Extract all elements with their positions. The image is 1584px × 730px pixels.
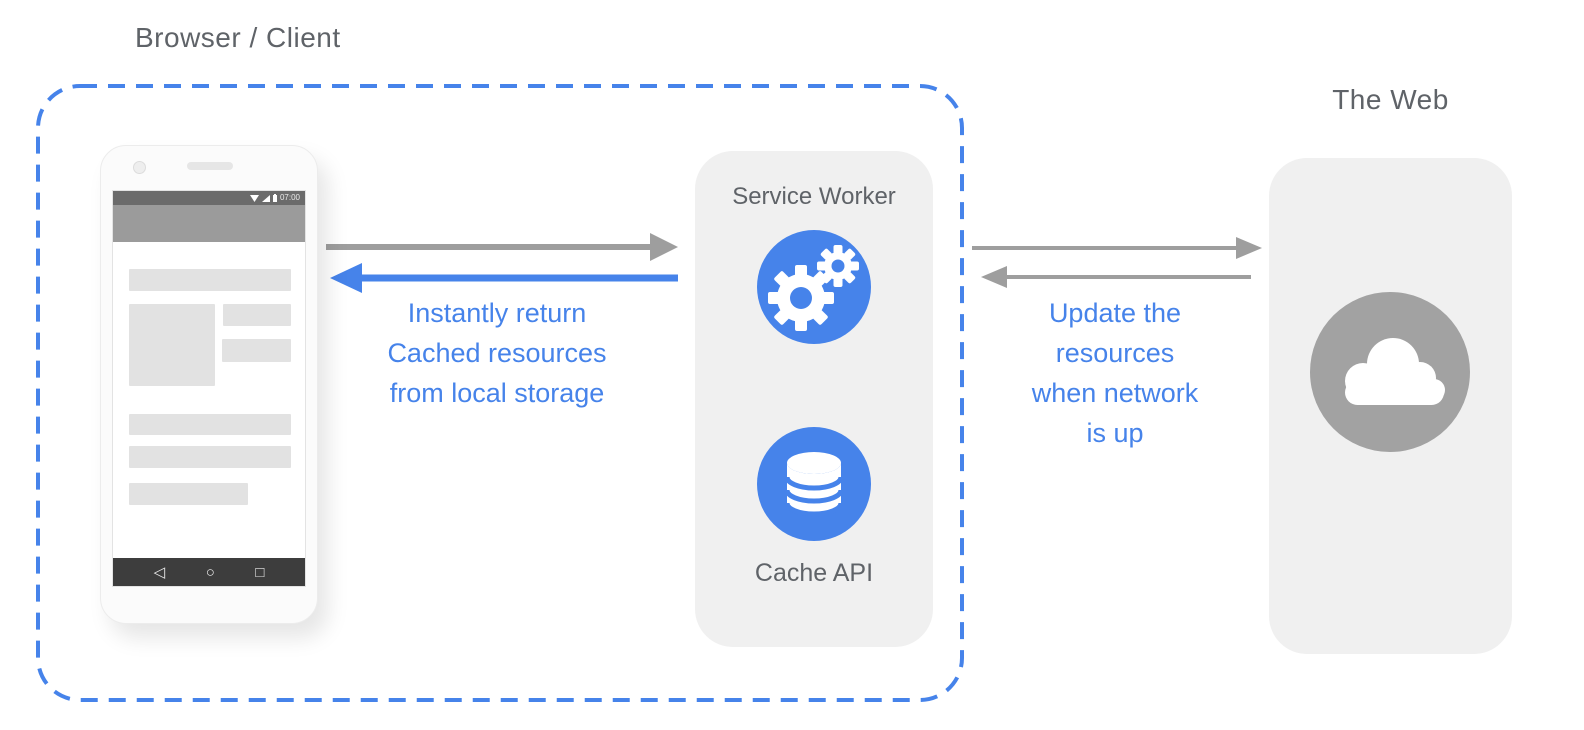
network-update-annotation: Update the resources when network is up: [1031, 298, 1199, 448]
cache-return-annotation: Instantly return Cached resources from l…: [387, 298, 607, 408]
content-placeholder-bar: [129, 446, 291, 468]
content-placeholder-bar: [129, 483, 248, 505]
content-placeholder-bar: [223, 304, 291, 326]
service-worker-panel: Service Worker: [695, 151, 933, 647]
browser-client-title: Browser / Client: [135, 22, 341, 53]
content-placeholder-bar: [129, 269, 291, 291]
battery-icon: [272, 194, 277, 202]
back-icon[interactable]: ◁: [153, 563, 166, 581]
database-icon: [784, 452, 844, 517]
content-placeholder-bar: [222, 339, 291, 362]
fetch-arrow-sw-to-web: [972, 237, 1262, 259]
content-placeholder-bar: [129, 414, 291, 435]
recents-icon[interactable]: □: [255, 563, 265, 581]
the-web-title: The Web: [1332, 84, 1449, 115]
content-placeholder-image: [129, 304, 215, 386]
phone-mockup: 07:00 ◁ ○ □: [100, 145, 318, 624]
phone-status-bar: 07:00: [113, 191, 305, 205]
service-worker-label: Service Worker: [732, 183, 896, 210]
cache-api-badge: [757, 427, 871, 541]
phone-app-bar: [113, 205, 305, 242]
cloud-icon: [1345, 338, 1445, 405]
gears-icon: [768, 245, 859, 331]
response-arrow-web-to-sw: [981, 266, 1251, 288]
home-icon[interactable]: ○: [205, 563, 215, 581]
request-arrow-phone-to-sw: [326, 233, 678, 261]
cache-api-label: Cache API: [754, 559, 874, 587]
wifi-icon: [249, 194, 259, 202]
status-time: 07:00: [279, 193, 300, 202]
the-web-panel: [1269, 158, 1512, 654]
phone-camera-dot: [133, 161, 146, 174]
signal-icon: [261, 194, 270, 202]
response-arrow-sw-to-phone: [330, 263, 678, 293]
service-worker-badge: [757, 230, 871, 344]
phone-screen: 07:00 ◁ ○ □: [112, 190, 306, 587]
phone-nav-bar: ◁ ○ □: [113, 558, 305, 586]
the-web-badge: [1310, 292, 1470, 452]
phone-speaker: [187, 162, 233, 170]
